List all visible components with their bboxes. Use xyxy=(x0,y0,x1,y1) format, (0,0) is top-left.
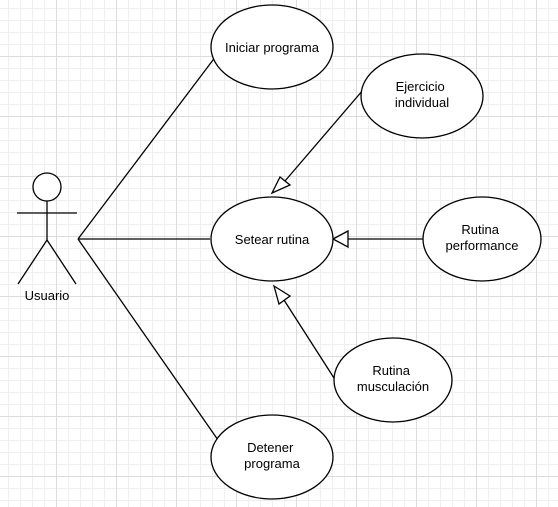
use-case-iniciar-programa: Iniciar programa xyxy=(210,4,334,90)
actor-left-leg xyxy=(17,239,48,285)
use-case-setear-rutina: Setear rutina xyxy=(210,196,334,282)
use-case-label: Rutina xyxy=(461,222,499,237)
use-case-label: programa xyxy=(244,456,300,471)
use-case-rutina-performance: Rutina performance xyxy=(422,196,542,282)
actor-head xyxy=(32,172,62,202)
use-case-rutina-musculacion: Rutina musculación xyxy=(333,337,453,423)
svg-text:Rutina musculación: Rutina musculación xyxy=(357,363,429,394)
actor-label: Usuario xyxy=(25,288,70,303)
svg-text:Detener programa: Detener programa xyxy=(244,440,300,471)
svg-text:Ejercicio individual: Ejercicio individual xyxy=(395,79,449,110)
generalization-arrowhead-performance xyxy=(331,229,349,249)
use-case-label: musculación xyxy=(357,379,429,394)
actor-usuario: Usuario xyxy=(17,172,77,303)
svg-text:Iniciar programa: Iniciar programa xyxy=(225,40,320,55)
generalization-arrowhead-ejercicio xyxy=(270,175,292,195)
use-case-label: Setear rutina xyxy=(235,232,310,247)
use-case-label: Detener xyxy=(247,440,294,455)
use-case-ejercicio-individual: Ejercicio individual xyxy=(360,53,484,139)
association-detener xyxy=(77,238,219,441)
association-iniciar xyxy=(77,55,217,240)
svg-text:Setear rutina: Setear rutina xyxy=(235,232,310,247)
use-case-label: individual xyxy=(395,95,449,110)
generalization-arrowhead-musculacion xyxy=(272,284,292,306)
svg-text:Rutina performance: Rutina performance xyxy=(446,222,519,253)
generalization-ejercicio xyxy=(284,89,364,182)
use-case-label: Iniciar programa xyxy=(225,40,320,55)
actor-right-leg xyxy=(46,239,77,285)
use-case-label: Ejercicio xyxy=(396,79,445,94)
use-case-detener-programa: Detener programa xyxy=(210,414,334,500)
use-case-label: Rutina xyxy=(372,363,410,378)
generalization-musculacion xyxy=(283,299,335,379)
use-case-label: performance xyxy=(446,238,519,253)
